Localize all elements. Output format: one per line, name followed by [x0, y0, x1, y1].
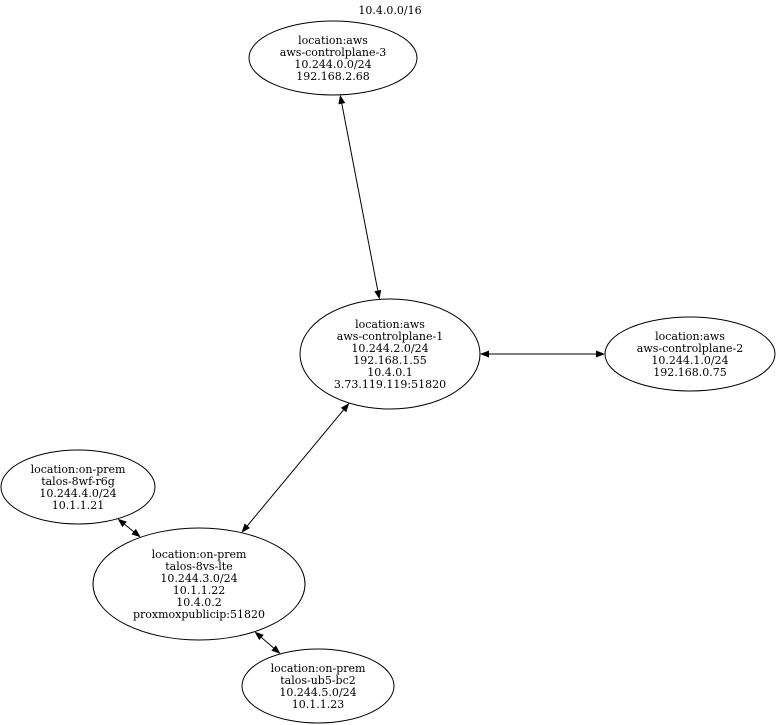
edges-layer — [117, 94, 605, 654]
arrowhead-start — [480, 350, 489, 358]
node-ellipse[interactable] — [0, 449, 156, 525]
node-label-line: 10.1.1.23 — [292, 698, 344, 711]
node-label-line: 10.4.0.1 — [367, 366, 412, 379]
arrowhead-end — [596, 350, 605, 358]
node-label-line: 192.168.1.55 — [353, 354, 426, 367]
node-label-line: 10.244.1.0/24 — [651, 354, 728, 367]
node-label-line: 10.1.1.22 — [173, 584, 225, 597]
node-label-line: 3.73.119.119:51820 — [334, 378, 446, 391]
node-label-line: location:aws — [298, 34, 368, 47]
edge-line — [341, 103, 379, 291]
node-aws-controlplane-3[interactable]: location:awsaws-controlplane-310.244.0.0… — [248, 20, 418, 96]
node-talos-ub5-bc2[interactable]: location:on-premtalos-ub5-bc210.244.5.0/… — [241, 648, 395, 724]
node-label-line: 10.244.0.0/24 — [294, 58, 371, 71]
node-label-line: location:on-prem — [271, 662, 366, 675]
arrowhead-start — [117, 518, 127, 528]
node-talos-8vs-lte[interactable]: location:on-premtalos-8vs-lte10.244.3.0/… — [92, 527, 306, 641]
arrowhead-end — [374, 289, 382, 300]
node-label-line: aws-controlplane-2 — [637, 342, 743, 355]
node-talos-8wf-r6g[interactable]: location:on-premtalos-8wf-r6g10.244.4.0/… — [0, 449, 156, 525]
edge-aws-controlplane-1-aws-controlplane-2 — [480, 350, 605, 358]
node-aws-controlplane-1[interactable]: location:awsaws-controlplane-110.244.2.0… — [299, 298, 481, 410]
node-ellipse[interactable] — [248, 20, 418, 96]
node-label-line: location:on-prem — [152, 548, 247, 561]
node-aws-controlplane-2[interactable]: location:awsaws-controlplane-210.244.1.0… — [604, 316, 776, 392]
arrowhead-start — [340, 403, 350, 413]
node-label-line: 10.244.4.0/24 — [39, 487, 116, 500]
node-label-line: 10.244.2.0/24 — [351, 342, 428, 355]
node-label-line: location:aws — [655, 330, 725, 343]
node-label-line: aws-controlplane-3 — [280, 46, 386, 59]
node-ellipse[interactable] — [241, 648, 395, 724]
arrowhead-start — [338, 94, 346, 105]
node-label-line: proxmoxpublicip:51820 — [133, 608, 265, 621]
node-label-line: talos-8vs-lte — [165, 560, 233, 573]
edge-aws-controlplane-3-aws-controlplane-1 — [338, 94, 382, 300]
node-label-line: 10.4.0.2 — [176, 596, 221, 609]
node-label-line: talos-ub5-bc2 — [280, 674, 356, 687]
arrowhead-end — [271, 645, 281, 654]
node-label-line: 192.168.0.75 — [653, 366, 726, 379]
arrowhead-end — [241, 523, 251, 533]
node-label-line: 192.168.2.68 — [296, 70, 369, 83]
node-label-line: talos-8wf-r6g — [41, 475, 115, 488]
edge-line — [246, 409, 344, 527]
node-label-line: location:on-prem — [31, 463, 126, 476]
arrowhead-end — [131, 528, 141, 538]
node-ellipse[interactable] — [299, 298, 481, 410]
edge-talos-8vs-lte-talos-ub5-bc2 — [254, 631, 281, 654]
edge-aws-controlplane-1-talos-8vs-lte — [241, 403, 350, 533]
node-ellipse[interactable] — [92, 527, 306, 641]
node-label-line: 10.244.5.0/24 — [279, 686, 356, 699]
arrowhead-start — [254, 631, 264, 641]
edge-talos-8wf-r6g-talos-8vs-lte — [117, 518, 141, 538]
node-label-line: 10.244.3.0/24 — [160, 572, 237, 585]
node-label-line: aws-controlplane-1 — [337, 330, 443, 343]
edge-line — [261, 637, 274, 649]
node-ellipse[interactable] — [604, 316, 776, 392]
graph-label: 10.4.0.0/16 — [358, 4, 421, 17]
node-label-line: 10.1.1.21 — [52, 499, 104, 512]
edge-line — [124, 523, 134, 533]
nodes-layer: location:awsaws-controlplane-310.244.0.0… — [0, 20, 776, 724]
node-label-line: location:aws — [355, 318, 425, 331]
